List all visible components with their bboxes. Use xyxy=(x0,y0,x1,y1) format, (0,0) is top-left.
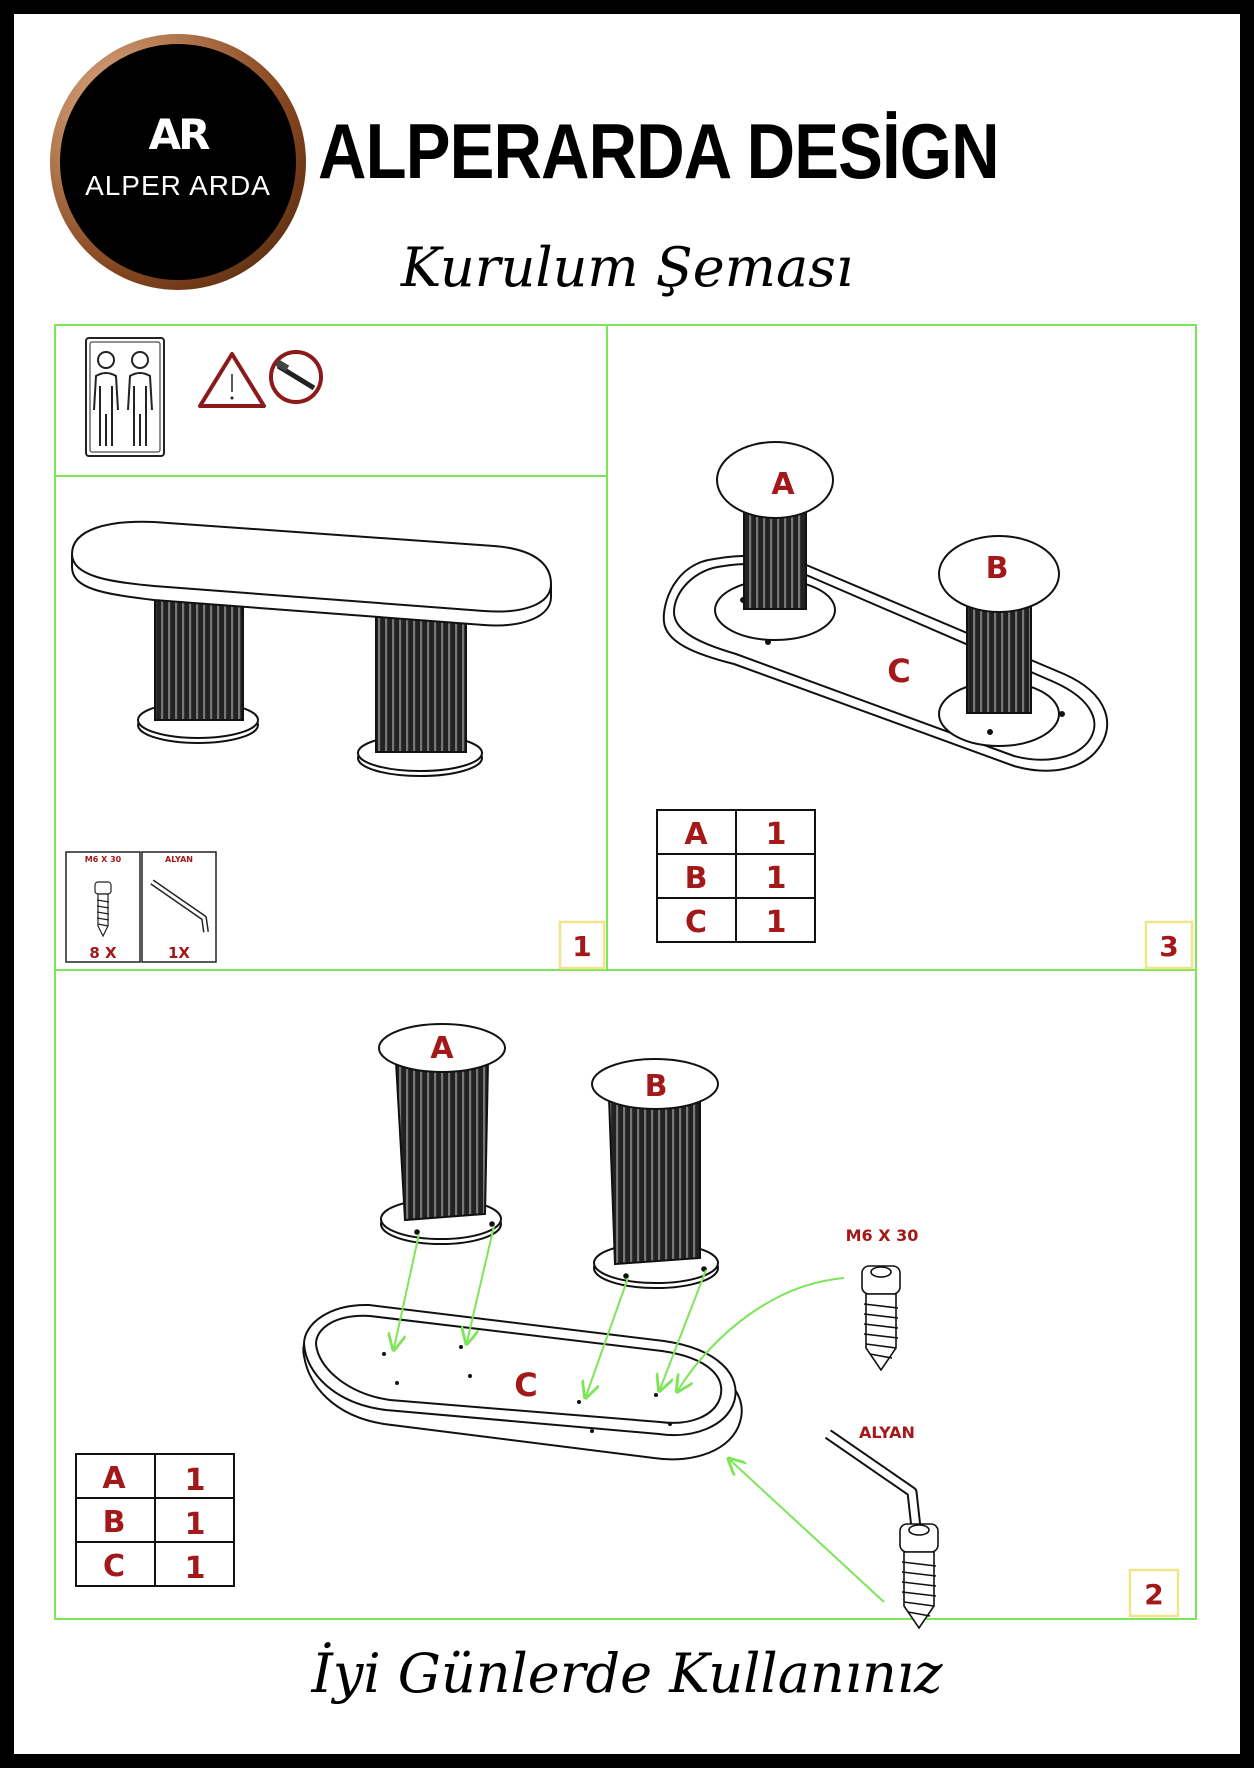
brand-logo: AR ALPER ARDA xyxy=(50,34,306,290)
table2-r3-part: C xyxy=(103,1549,125,1584)
arrow-allen-key xyxy=(730,1460,885,1603)
screwdriver-prohibited-icon xyxy=(269,350,323,404)
step-number-1: 1 xyxy=(572,930,591,963)
screw-icon xyxy=(94,881,112,938)
label-a-step2: A xyxy=(430,1031,454,1066)
table2-r2-qty: 1 xyxy=(185,1507,206,1542)
assembly-diagram: M6 X 30 ALYAN 8 X 1X 1 xyxy=(54,324,1197,1630)
arrow-b-left xyxy=(586,1277,629,1396)
hardware-key-qty: 1X xyxy=(168,944,190,962)
pillar-b-assembled xyxy=(938,535,1065,747)
arrow-b-right xyxy=(660,1269,707,1389)
parts-table-step2: A 1 B 1 C 1 xyxy=(75,1453,235,1587)
allen-key-icon xyxy=(824,1429,922,1529)
label-c-step2: C xyxy=(514,1366,537,1404)
warning-triangle-icon xyxy=(198,352,266,408)
two-persons-icon xyxy=(85,337,165,457)
hardware-list: M6 X 30 ALYAN 8 X 1X xyxy=(65,851,217,963)
base-tray-c-exploded xyxy=(302,1303,743,1461)
table2-r1-part: A xyxy=(102,1461,126,1496)
table3-r2-qty: 1 xyxy=(766,861,787,896)
panel-step-2: A B C M6 X 30 ALYAN xyxy=(75,1023,1180,1630)
pillar-b-exploded xyxy=(591,1058,719,1289)
table3-r2-part: B xyxy=(685,861,708,896)
table3-r3-qty: 1 xyxy=(766,905,787,940)
step-number-box-3 xyxy=(1144,920,1194,970)
panel-step-1: M6 X 30 ALYAN 8 X 1X 1 xyxy=(65,337,606,970)
screw-label-step2: M6 X 30 xyxy=(846,1226,919,1245)
brand-name: ALPERARDA DESİGN xyxy=(318,107,1000,195)
outer-frame xyxy=(54,324,1197,1620)
instruction-page: AR ALPER ARDA ALPERARDA DESİGN Kurulum Ş… xyxy=(14,14,1240,1754)
panel-frames xyxy=(54,324,1197,1620)
label-b-step3: B xyxy=(986,551,1009,586)
table3-r1-part: A xyxy=(684,817,708,852)
assembly-arrows xyxy=(394,1225,885,1603)
parts-table-step3: A 1 B 1 C 1 xyxy=(656,809,816,943)
label-c-step3: C xyxy=(887,652,910,690)
step-number-2: 2 xyxy=(1144,1578,1163,1611)
step-number-3: 3 xyxy=(1159,930,1178,963)
table3-r1-qty: 1 xyxy=(766,817,787,852)
table2-r1-qty: 1 xyxy=(185,1463,206,1498)
table3-r3-part: C xyxy=(685,905,707,940)
logo-text: ALPER ARDA xyxy=(85,170,271,201)
table2-r2-part: B xyxy=(103,1505,126,1540)
hardware-key-label: ALYAN xyxy=(165,855,193,864)
hardware-screw-label: M6 X 30 xyxy=(85,855,122,864)
key-label-step2: ALYAN xyxy=(859,1423,915,1442)
logo-mark: AR xyxy=(148,110,211,159)
assembled-table xyxy=(70,520,553,777)
label-b-step2: B xyxy=(645,1069,668,1104)
page-subtitle: Kurulum Şeması xyxy=(400,236,854,299)
screw-icon xyxy=(861,1265,901,1372)
allen-key-icon xyxy=(150,879,209,933)
pillar-a-assembled xyxy=(714,441,836,645)
screw-with-key-icon xyxy=(899,1523,939,1630)
panel-step-3: A B C A 1 B 1 C 1 3 xyxy=(656,441,1194,970)
arrow-screw xyxy=(678,1277,845,1390)
step-number-box-2 xyxy=(1128,1568,1180,1618)
step-number-box-1 xyxy=(558,920,606,970)
label-a-step3: A xyxy=(771,467,795,502)
table2-r3-qty: 1 xyxy=(185,1551,206,1586)
pillar-a-exploded xyxy=(378,1023,506,1245)
hardware-screw-qty: 8 X xyxy=(89,944,117,962)
page-footer: İyi Günlerde Kullanınız xyxy=(311,1642,943,1705)
arrow-a-right xyxy=(467,1225,495,1342)
arrow-a-left xyxy=(394,1233,420,1348)
